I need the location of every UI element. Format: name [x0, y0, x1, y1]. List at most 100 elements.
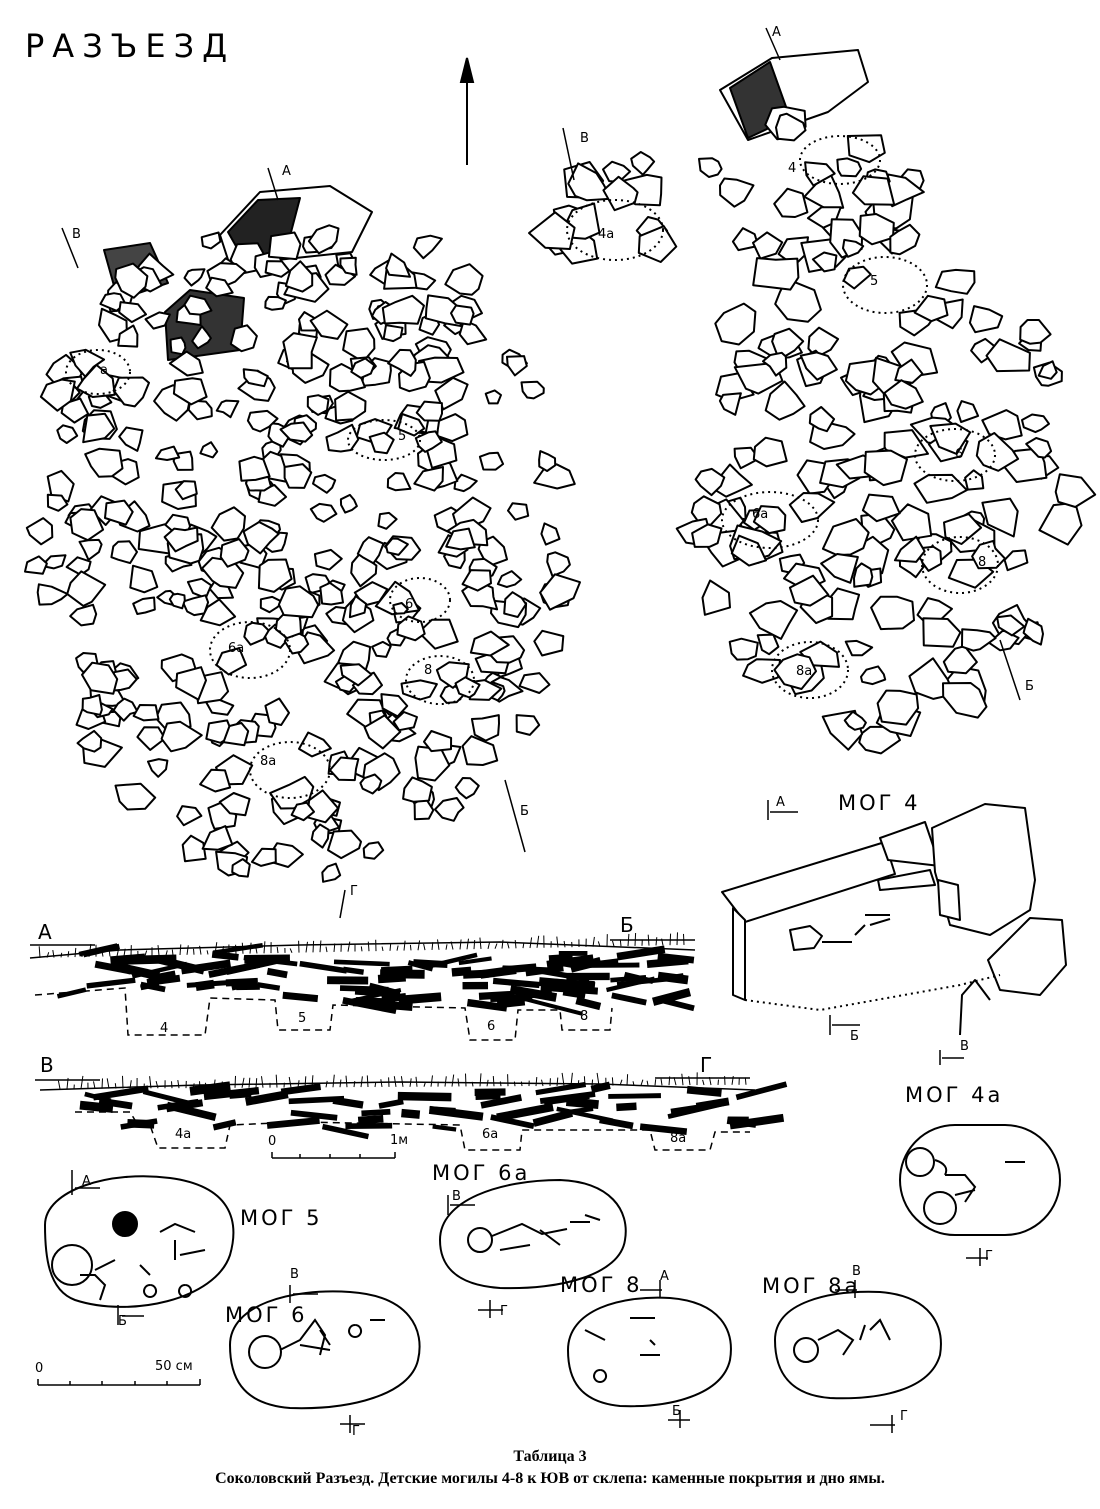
stone — [82, 412, 116, 444]
stone-slab — [451, 966, 472, 977]
stone — [981, 409, 1023, 441]
section-ab — [29, 932, 696, 1041]
stone — [698, 157, 723, 178]
stone-slab — [212, 1119, 237, 1131]
stone — [306, 394, 330, 416]
stone-slab — [727, 1116, 749, 1123]
stone-slab — [397, 1091, 452, 1102]
stone-slab — [610, 975, 647, 983]
grave-6a-drawing — [438, 1178, 627, 1290]
stone — [964, 469, 985, 491]
stone — [309, 502, 338, 523]
stone — [201, 825, 234, 851]
section-vg-start: В — [40, 1053, 54, 1077]
stone — [362, 841, 385, 860]
stone — [231, 858, 251, 878]
stone — [820, 553, 859, 584]
cut-b-label-right: Б — [1025, 679, 1034, 694]
stone — [298, 731, 332, 758]
stone — [775, 112, 807, 142]
stone — [414, 745, 451, 782]
stone — [836, 157, 863, 178]
stone — [199, 598, 237, 627]
pit-floor — [34, 987, 613, 1041]
stone-slab — [667, 1101, 724, 1119]
stone-slab — [616, 1102, 637, 1112]
stone — [385, 537, 409, 556]
stone — [538, 450, 557, 472]
stone-slab — [84, 1091, 112, 1104]
stone — [392, 711, 418, 732]
scale-bar-50cm — [37, 1379, 201, 1386]
stone-slab — [212, 943, 264, 955]
stone — [701, 579, 731, 616]
scale-1m-end: 1м — [390, 1133, 409, 1148]
stone — [470, 714, 500, 742]
stone-slab — [466, 998, 508, 1012]
stone — [808, 406, 836, 433]
stone — [520, 380, 545, 400]
stone — [387, 348, 417, 377]
stone-slab — [568, 1106, 594, 1115]
stone — [371, 640, 392, 658]
stone — [267, 231, 302, 261]
grave-6-label: 6 — [405, 597, 414, 612]
stone — [392, 602, 409, 615]
section-ab-start: А — [38, 920, 52, 944]
stone-slab — [357, 1114, 384, 1125]
plate-title: РАЗЪЕЗД — [25, 27, 236, 65]
stone — [251, 847, 277, 867]
grave-8-cut-b: Б — [672, 1404, 681, 1419]
section-vg-pit-8a: 8а — [670, 1131, 687, 1146]
stone-slab — [611, 992, 647, 1006]
stone — [377, 511, 398, 530]
stone — [942, 645, 978, 675]
stone-slab — [321, 1123, 370, 1140]
stone — [342, 327, 376, 363]
stone — [630, 151, 656, 176]
stone-slab — [333, 959, 390, 967]
stone — [114, 262, 149, 299]
stone — [132, 704, 160, 722]
stone — [402, 776, 433, 803]
stone — [894, 358, 924, 384]
stone-slab — [566, 972, 610, 981]
stone — [154, 445, 181, 461]
stone — [110, 540, 138, 565]
grave-6-cut-g: Г — [352, 1424, 360, 1439]
stone — [309, 309, 349, 340]
grave-a-label: а — [100, 363, 108, 378]
stone — [883, 379, 924, 410]
stone — [39, 378, 76, 412]
stone — [136, 726, 166, 751]
stone — [351, 671, 383, 696]
grave-6-cut-v: В — [290, 1267, 299, 1282]
stone — [436, 413, 469, 443]
stone — [1003, 549, 1029, 572]
stone — [175, 666, 207, 701]
stone-slab — [203, 1086, 260, 1101]
stone-slab — [225, 956, 283, 976]
stone — [719, 177, 755, 208]
stone-slab — [245, 1090, 289, 1106]
stone — [942, 682, 988, 719]
stone-slab — [211, 951, 239, 961]
grave-5-drawing — [43, 1175, 235, 1308]
stone — [219, 538, 250, 568]
stone — [691, 523, 723, 548]
stone-slab — [490, 994, 533, 1002]
stone — [69, 603, 98, 627]
stone — [450, 304, 475, 326]
stone — [114, 782, 157, 811]
stone — [1019, 319, 1052, 345]
stone-slab — [120, 1118, 158, 1130]
stone-slab — [608, 1093, 661, 1099]
stone — [934, 268, 976, 295]
stone — [985, 338, 1031, 373]
stone — [922, 617, 962, 648]
stone-slab — [92, 1085, 149, 1101]
stone-slab — [332, 1096, 364, 1109]
stone-slab — [480, 1094, 523, 1109]
stone — [65, 556, 92, 576]
grave-8-label: 8 — [424, 663, 433, 678]
